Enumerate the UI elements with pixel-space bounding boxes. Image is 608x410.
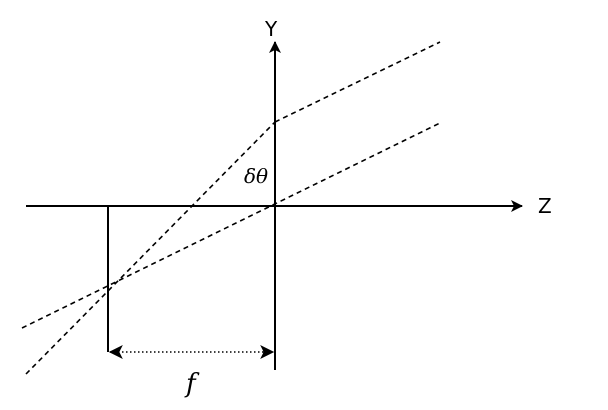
y-axis-label: Y <box>264 17 278 41</box>
z-axis-label: Z <box>538 194 552 218</box>
deviated-ray <box>25 121 276 375</box>
angle-label: δθ <box>244 164 268 188</box>
chief-ray-through-origin <box>21 121 443 329</box>
focal-length-label: f <box>184 369 200 399</box>
deviated-ray-continuation <box>274 41 441 123</box>
